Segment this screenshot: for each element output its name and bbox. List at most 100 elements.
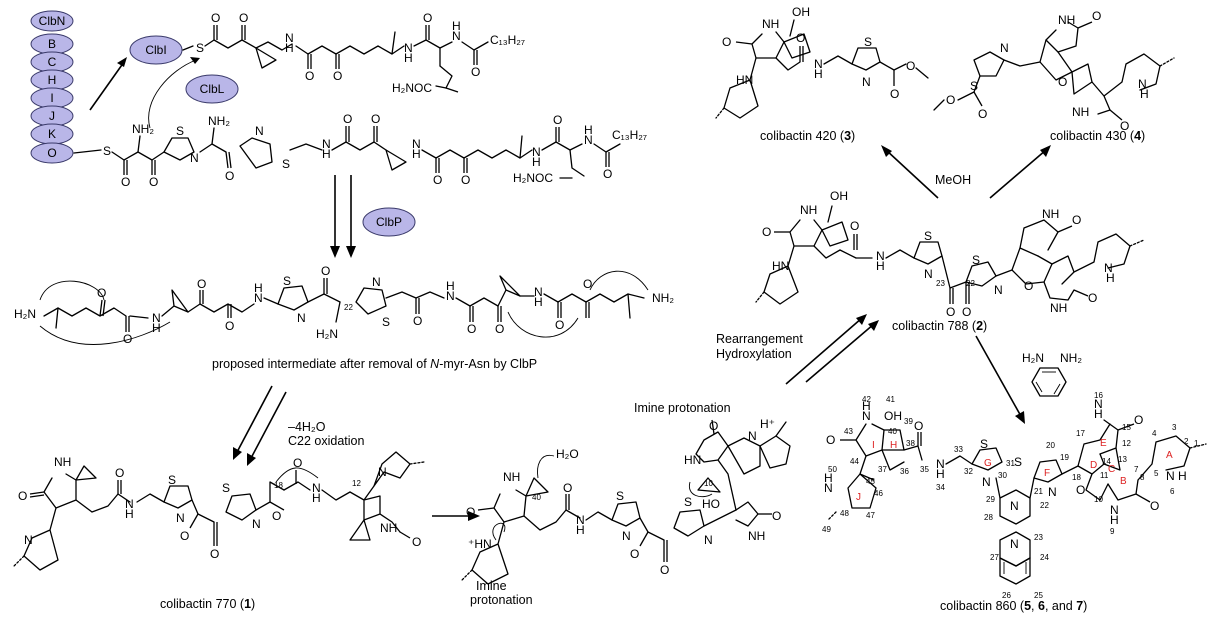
- atom-label: N: [862, 75, 871, 89]
- atom-label: O: [423, 11, 432, 25]
- atom-label: O: [772, 509, 781, 523]
- enzyme-clbn: ClbN: [30, 10, 74, 32]
- atom-number: 6: [1170, 487, 1175, 496]
- atom-number: 27: [990, 553, 999, 562]
- atom-label: H: [936, 467, 945, 481]
- atom-label: N: [190, 151, 199, 165]
- atom-label: S: [972, 253, 980, 267]
- structure-intermediate: H₂N O O N H O O N H S N O 22 H₂N N S O N…: [14, 264, 674, 346]
- water-loss-label: –4H₂O: [288, 420, 326, 434]
- atom-label: N: [1010, 537, 1019, 551]
- atom-number: 48: [840, 509, 849, 518]
- atom-label: S: [924, 229, 932, 243]
- atom-label: N: [862, 409, 871, 423]
- atom-label: HO: [702, 497, 720, 511]
- atom-label: O: [906, 59, 915, 73]
- atom-label: N: [1048, 485, 1057, 499]
- atom-label: N: [152, 311, 161, 325]
- atom-label: H₂N: [1022, 351, 1044, 365]
- atom-number: 2: [1184, 437, 1189, 446]
- atom-label: H: [1140, 87, 1149, 101]
- ring-label: C: [1108, 464, 1115, 475]
- atom-label: N: [1110, 503, 1119, 517]
- c22-oxidation-label: C22 oxidation: [288, 434, 364, 448]
- atom-label: O: [433, 173, 442, 187]
- caption-colibactin-420: colibactin 420 (3): [760, 129, 855, 143]
- atom-number: 18: [1072, 473, 1081, 482]
- atom-label: O: [890, 87, 899, 101]
- atom-label: H: [532, 155, 541, 169]
- atom-label: S: [222, 481, 230, 495]
- atom-label: ⁺HN: [468, 537, 492, 551]
- atom-label: N: [285, 31, 294, 45]
- structure-colibactin-430: NH O O N S O O NH O N H: [933, 9, 1175, 133]
- ring-label: A: [1166, 450, 1173, 461]
- atom-label: S: [283, 274, 291, 288]
- atom-label: N: [1138, 77, 1147, 91]
- atom-label: O: [413, 314, 422, 328]
- atom-label: O: [149, 175, 158, 189]
- atom-label: H: [404, 51, 413, 65]
- atom-label: N: [125, 497, 134, 511]
- atom-label: O: [467, 322, 476, 336]
- enzyme-label: O: [47, 146, 56, 160]
- caption-colibactin-788: colibactin 788 (2): [892, 319, 987, 333]
- ring-label: B: [1120, 476, 1127, 487]
- atom-label: O: [826, 433, 835, 447]
- atom-label: O: [225, 169, 234, 183]
- atom-label: N: [1094, 397, 1103, 411]
- intermediate-caption: proposed intermediate after removal of N…: [212, 357, 537, 371]
- atom-label: O: [293, 456, 302, 470]
- atom-label: OH: [884, 409, 902, 423]
- atom-number: 23: [936, 279, 945, 288]
- atom-label: S: [1014, 455, 1022, 469]
- atom-number: 45: [866, 477, 875, 486]
- structure-imine-protonation: NH O 40 H₂O O N H S N O O S N HO ⁺HN HN: [461, 417, 791, 585]
- atom-label: S: [684, 495, 692, 509]
- atom-label: N: [297, 311, 306, 325]
- atom-label: O: [1134, 413, 1143, 427]
- atom-label: H: [576, 523, 585, 537]
- enzyme-stack: ClbN B C H I J K O: [30, 10, 74, 164]
- atom-number: 24: [1040, 553, 1049, 562]
- atom-label: O: [978, 107, 987, 121]
- enzyme-label: ClbN: [39, 14, 66, 28]
- atom-number: 19: [1060, 453, 1069, 462]
- atom-number: 10: [1094, 495, 1103, 504]
- atom-label: N: [404, 41, 413, 55]
- atom-number: 12: [352, 479, 361, 488]
- atom-label: N: [704, 533, 713, 547]
- atom-number: 44: [850, 457, 859, 466]
- meoh-label: MeOH: [935, 173, 971, 187]
- atom-label: N: [534, 285, 543, 299]
- atom-label: NH: [54, 455, 71, 469]
- atom-label: N: [254, 291, 263, 305]
- atom-label: N: [924, 267, 933, 281]
- atom-label: O: [1088, 291, 1097, 305]
- atom-label: H: [824, 471, 833, 485]
- atom-label: N: [24, 533, 33, 547]
- atom-number: 8: [1140, 473, 1145, 482]
- atom-label: O: [305, 69, 314, 83]
- atom-label: NH: [1072, 105, 1089, 119]
- enzyme-label: ClbP: [376, 215, 402, 229]
- atom-label: N: [252, 517, 261, 531]
- atom-label: O: [563, 481, 572, 495]
- atom-label: N: [1104, 261, 1113, 275]
- atom-number: 32: [964, 467, 973, 476]
- atom-number: 28: [984, 513, 993, 522]
- atom-number: 34: [936, 483, 945, 492]
- atom-label: H₂N: [14, 307, 36, 321]
- atom-label: H: [1106, 271, 1115, 285]
- atom-number: 46: [874, 489, 883, 498]
- enzyme-b: B: [30, 33, 74, 55]
- atom-label: NH: [800, 203, 817, 217]
- atom-label: O: [1058, 75, 1067, 89]
- atom-label: S: [103, 144, 111, 158]
- caption-colibactin-430: colibactin 430 (4): [1050, 129, 1145, 143]
- atom-label: H⁺: [760, 417, 775, 431]
- atom-label: NH: [1042, 207, 1059, 221]
- atom-number: 43: [844, 427, 853, 436]
- atom-label: N: [1000, 41, 1009, 55]
